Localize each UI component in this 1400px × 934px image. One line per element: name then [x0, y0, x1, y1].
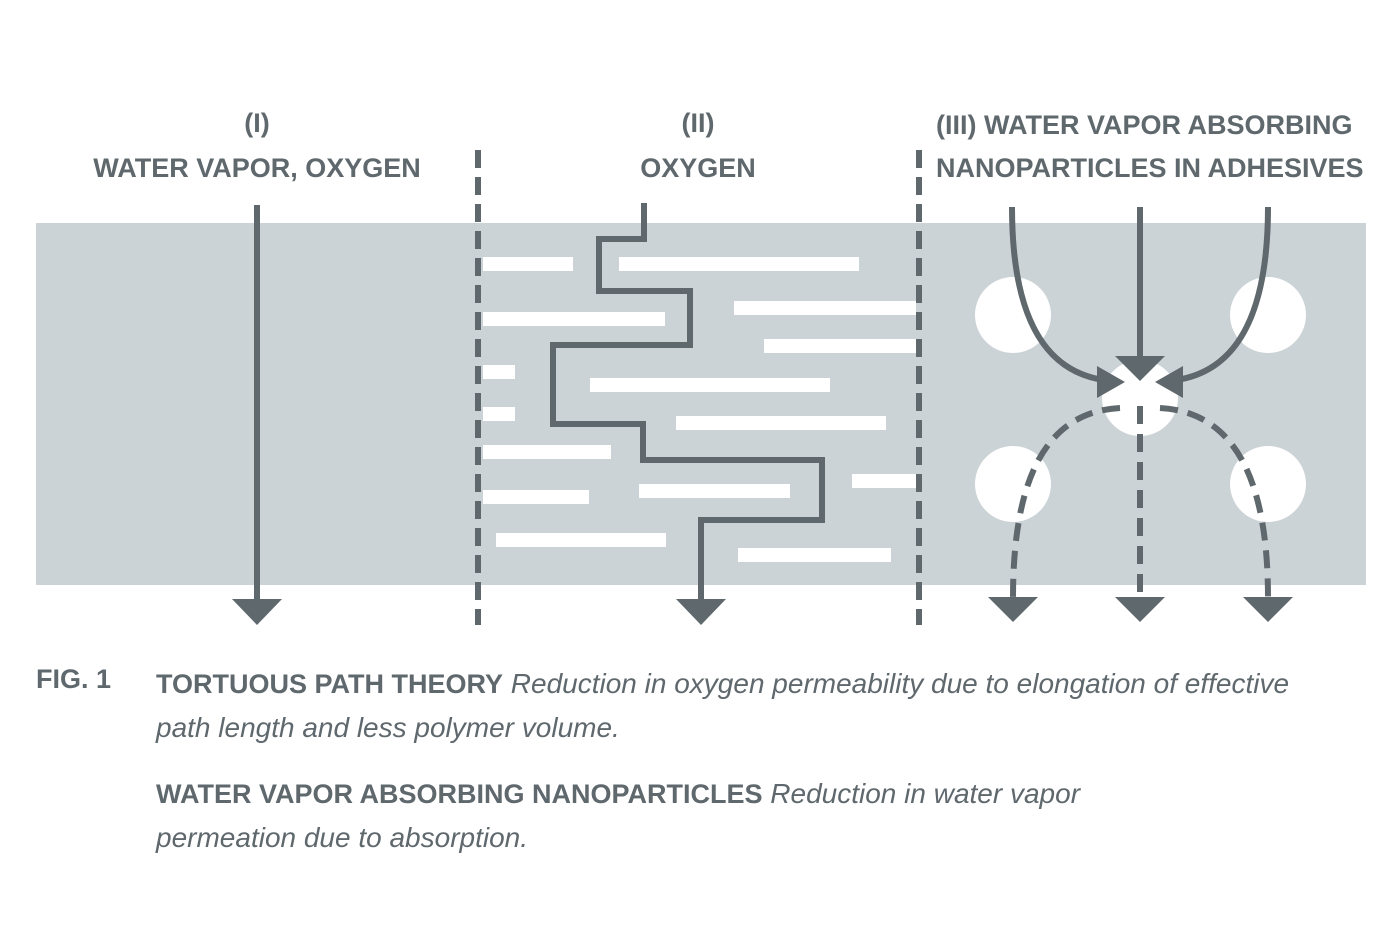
nanoparticle: [1230, 446, 1306, 522]
platelet: [676, 416, 886, 430]
panel-two-platelets: [483, 257, 916, 562]
outgoing-right-arrowhead: [1243, 597, 1293, 622]
tortuous-path-line: [550, 203, 825, 600]
panel-two-tortuous-path: [550, 203, 825, 625]
panel-three-nanoparticles: [975, 277, 1306, 522]
platelet: [483, 312, 665, 326]
incoming-right-arrowhead: [1155, 366, 1183, 398]
platelet: [639, 484, 790, 498]
nanoparticle: [975, 446, 1051, 522]
caption-tortuous-path: TORTUOUS PATH THEORY Reduction in oxygen…: [156, 662, 1336, 749]
nanoparticle: [975, 277, 1051, 353]
panel-one-straight-path: [232, 205, 282, 625]
caption-term-tortuous-path: TORTUOUS PATH THEORY: [156, 669, 504, 699]
incoming-center-arrowhead: [1115, 356, 1165, 381]
figure-label: FIG. 1: [36, 664, 112, 694]
platelet: [852, 474, 916, 488]
platelet: [483, 445, 611, 459]
caption-nanoparticles: WATER VAPOR ABSORBING NANOPARTICLES Redu…: [156, 772, 1136, 859]
platelet: [483, 407, 515, 421]
platelet: [483, 365, 515, 379]
caption-description-nanoparticles: Reduction in water vapor permeation due …: [156, 778, 1081, 853]
platelet: [734, 301, 916, 315]
platelet: [483, 490, 589, 504]
tortuous-path-arrowhead: [676, 599, 726, 625]
panel-three-arrowheads: [988, 356, 1293, 622]
caption-description-tortuous-path: Reduction in oxygen permeability due to …: [156, 668, 1290, 743]
incoming-path-right: [1167, 206, 1271, 384]
nanoparticle-central: [1102, 360, 1178, 436]
platelet: [590, 378, 830, 392]
caption-term-nanoparticles: WATER VAPOR ABSORBING NANOPARTICLES: [156, 779, 763, 809]
outgoing-center-arrowhead: [1115, 597, 1165, 622]
panel-two-number: (II): [681, 108, 715, 138]
panel-three-absorption-paths: [1009, 206, 1271, 599]
incoming-left-arrowhead: [1097, 366, 1125, 398]
platelet: [483, 257, 573, 271]
panel-two-title: OXYGEN: [640, 153, 756, 183]
outgoing-path-right: [1159, 405, 1271, 599]
panel-three-title-line1: (III) WATER VAPOR ABSORBING: [936, 110, 1353, 140]
straight-path-arrowhead: [232, 599, 282, 625]
platelet: [738, 548, 891, 562]
panel-one-number: (I): [244, 108, 270, 138]
platelet: [496, 533, 666, 547]
incoming-path-left: [1009, 206, 1113, 384]
platelet: [619, 257, 859, 271]
nanoparticle: [1230, 277, 1306, 353]
panel-three-title-line2: NANOPARTICLES IN ADHESIVES: [936, 153, 1364, 183]
platelet: [764, 339, 916, 353]
outgoing-left-arrowhead: [988, 597, 1038, 622]
panel-one-title: WATER VAPOR, OXYGEN: [93, 153, 421, 183]
outgoing-path-left: [1010, 405, 1121, 599]
